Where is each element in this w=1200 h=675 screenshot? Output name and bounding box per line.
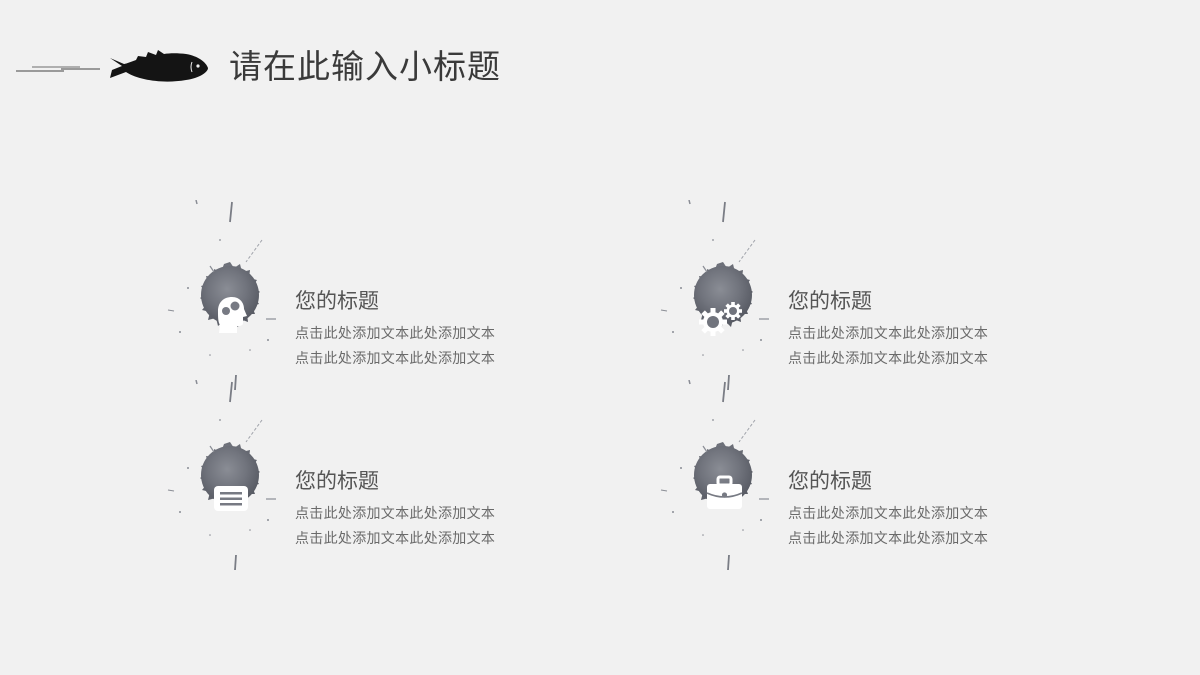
item-text-line: 点击此处添加文本此处添加文本 <box>295 326 496 342</box>
feature-item: 您的标题 点击此处添加文本此处添加文本 点击此处添加文本此处添加文本 <box>150 200 570 400</box>
fish-icon <box>110 50 208 82</box>
item-title: 您的标题 <box>788 289 872 313</box>
feature-item: 您的标题 点击此处添加文本此处添加文本 点击此处添加文本此处添加文本 <box>643 200 1063 400</box>
gears-icon <box>697 300 747 340</box>
item-text-line: 点击此处添加文本此处添加文本 <box>788 506 989 522</box>
speed-lines-decoration <box>16 66 100 72</box>
page-title: 请在此输入小标题 <box>229 47 501 86</box>
item-text-line: 点击此处添加文本此处添加文本 <box>788 531 989 547</box>
item-text-line: 点击此处添加文本此处添加文本 <box>295 506 496 522</box>
message-icon <box>212 480 252 520</box>
head-gears-icon <box>210 295 250 335</box>
item-title: 您的标题 <box>788 469 872 493</box>
item-text-line: 点击此处添加文本此处添加文本 <box>295 351 496 367</box>
briefcase-icon <box>705 473 745 513</box>
item-title: 您的标题 <box>295 289 379 313</box>
header: 请在此输入小标题 <box>0 30 600 90</box>
item-title: 您的标题 <box>295 469 379 493</box>
item-text-line: 点击此处添加文本此处添加文本 <box>788 351 989 367</box>
feature-item: 您的标题 点击此处添加文本此处添加文本 点击此处添加文本此处添加文本 <box>150 380 570 580</box>
feature-item: 您的标题 点击此处添加文本此处添加文本 点击此处添加文本此处添加文本 <box>643 380 1063 580</box>
item-text-line: 点击此处添加文本此处添加文本 <box>788 326 989 342</box>
item-text-line: 点击此处添加文本此处添加文本 <box>295 531 496 547</box>
